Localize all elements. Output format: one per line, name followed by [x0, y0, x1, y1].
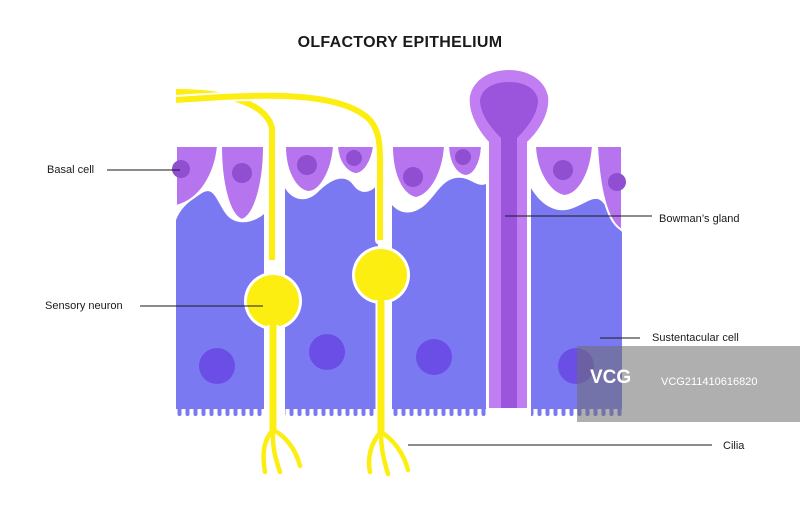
label-sensory-neuron: Sensory neuron [45, 300, 123, 312]
sustentacular-cell-3 [392, 177, 486, 405]
sustentacular-cell-1 [176, 191, 264, 405]
basal-cell [595, 145, 623, 232]
watermark [577, 346, 800, 422]
sensory-neuron-2 [171, 90, 411, 477]
basal-cell [219, 145, 266, 222]
cilia-fringe [176, 405, 622, 417]
bowmans-gland [469, 70, 549, 408]
nucleus [199, 348, 235, 384]
basal-cell [175, 145, 220, 208]
basal-cells [172, 145, 626, 232]
label-basal-cell: Basal cell [47, 164, 95, 176]
nucleus [309, 334, 345, 370]
label-cilia: Cilia [723, 440, 745, 452]
watermark-id: VCG211410616820 [661, 376, 758, 388]
sensory-neurons [171, 87, 411, 477]
sustentacular-cell-2 [285, 178, 378, 405]
watermark-logo: VCG [590, 367, 632, 388]
leader-lines [107, 169, 712, 446]
diagram-title: OLFACTORY EPITHELIUM [297, 34, 503, 51]
sensory-neuron-1 [171, 87, 303, 475]
nucleus [416, 339, 452, 375]
label-sustentacular-cell: Sustentacular cell [652, 332, 739, 344]
label-bowmans-gland: Bowman’s gland [659, 213, 740, 225]
